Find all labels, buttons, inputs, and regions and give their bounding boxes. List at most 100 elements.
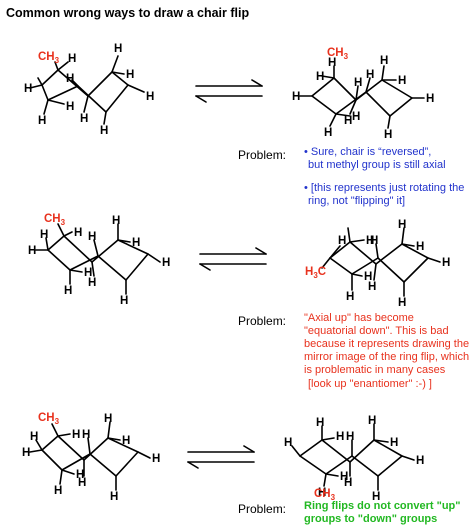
hydrogen-atom-label-13: H <box>316 71 324 83</box>
problem-label-row3: Problem: <box>238 502 287 516</box>
hydrogen-atom-label-2: H <box>38 115 46 127</box>
chair-row1-right <box>299 65 425 129</box>
hydrogen-atom-label-61: H <box>390 437 398 449</box>
hydrogen-atom-label-58: H <box>344 477 352 489</box>
hydrogen-atom-label-14: H <box>324 127 332 139</box>
hydrogen-atom-label-49: H <box>82 429 90 441</box>
note-row1-line2: but methyl group is still axial <box>308 159 446 171</box>
hydrogen-atom-label-38: H <box>398 219 406 231</box>
hydrogen-atom-label-21: H <box>398 75 406 87</box>
problem-label-row1: Problem: <box>238 148 287 162</box>
hydrogen-atom-label-37: H <box>370 235 378 247</box>
hydrogen-atom-label-27: H <box>88 277 96 289</box>
hydrogen-atom-label-45: H <box>30 431 38 443</box>
hydrogen-atom-label-43: H <box>338 235 346 247</box>
hydrogen-atom-label-41: H <box>398 297 406 309</box>
hydrogen-atom-label-10: H <box>68 53 76 65</box>
hydrogen-atom-label-1: H <box>24 83 32 95</box>
note-row1-extra-line1: • [this represents just rotating the <box>304 182 465 194</box>
hydrogen-atom-label-44: H <box>22 447 30 459</box>
note-row1: • Sure, chair is “reversed”, but methyl … <box>304 146 446 172</box>
hydrogen-atom-label-3: H <box>66 101 74 113</box>
methyl-label-row2-right: H3C <box>305 266 326 280</box>
note-row3: Ring flips do not convert "up" groups to… <box>304 500 460 526</box>
hydrogen-atom-label-35: H <box>364 271 372 283</box>
hydrogen-labels: HHHHHHHHHHHHHHHHHHHHHHHHHHHHHHHHHHHHHHHH… <box>22 43 450 503</box>
methyl-label-row3-right: CH3 <box>314 488 336 502</box>
note-row1-extra: • [this represents just rotating the rin… <box>304 182 464 208</box>
hydrogen-atom-label-55: H <box>284 437 292 449</box>
diagram-title: Common wrong ways to draw a chair flip <box>6 6 250 20</box>
hydrogen-atom-label-36: H <box>368 281 376 293</box>
chair-row3-right <box>291 423 415 491</box>
problem-label-row2: Problem: <box>238 314 287 328</box>
hydrogen-atom-label-51: H <box>122 435 130 447</box>
note-row3-line2: groups to "down" groups <box>304 513 438 525</box>
chair-row2-right <box>321 227 441 297</box>
hydrogen-atom-label-39: H <box>416 241 424 253</box>
hydrogen-atom-label-22: H <box>352 111 360 123</box>
hydrogen-atom-label-4: H <box>80 113 88 125</box>
hydrogen-atom-label-40: H <box>442 257 450 269</box>
hydrogen-atom-label-33: H <box>74 227 82 239</box>
hydrogen-atom-label-42: H <box>366 235 374 247</box>
hydrogen-atom-label-50: H <box>104 413 112 425</box>
note-row2-line2: "equatorial down". This is bad <box>304 325 449 337</box>
equilibrium-arrow-row1 <box>195 79 263 103</box>
note-row2-line3: because it represents drawing the <box>304 338 470 350</box>
equilibrium-arrow-row2 <box>199 247 267 271</box>
hydrogen-atom-label-6: H <box>114 43 122 55</box>
hydrogen-atom-label-18: H <box>380 55 388 67</box>
hydrogen-atom-label-59: H <box>346 431 354 443</box>
note-row3-line1: Ring flips do not convert "up" <box>304 500 461 512</box>
hydrogen-atom-label-32: H <box>120 295 128 307</box>
hydrogen-atom-label-17: H <box>366 69 374 81</box>
note-row2-line4: mirror image of the ring flip, which <box>304 351 470 363</box>
hydrogen-atom-label-48: H <box>78 477 86 489</box>
hydrogen-atom-label-31: H <box>162 257 170 269</box>
methyl-label-row2-left: CH3 <box>44 213 66 227</box>
hydrogen-atom-label-20: H <box>426 93 434 105</box>
note-row2-extra: [look up "enantiomer" :-) ] <box>308 378 432 391</box>
note-row2-line1: "Axial up" has become <box>304 312 414 324</box>
methyl-label-row1-right: CH3 <box>327 47 349 61</box>
note-row2-line5: is problematic in many cases <box>304 364 446 376</box>
hydrogen-atom-label-54: H <box>72 429 80 441</box>
hydrogen-atom-label-9: H <box>100 125 108 137</box>
hydrogen-atom-label-46: H <box>54 485 62 497</box>
hydrogen-atom-label-52: H <box>152 453 160 465</box>
hydrogen-atom-label-29: H <box>112 215 120 227</box>
hydrogen-atom-label-47: H <box>76 469 84 481</box>
note-row1-extra-line2: ring, not "flipping" it] <box>308 195 406 207</box>
note-row1-line1: • Sure, chair is “reversed”, <box>304 146 432 158</box>
hydrogen-atom-label-26: H <box>84 267 92 279</box>
equilibrium-arrow-row3 <box>187 445 255 469</box>
hydrogen-atom-label-24: H <box>40 229 48 241</box>
methyl-labels: CH3 CH3 CH3 H3C CH3 CH3 <box>38 47 349 502</box>
hydrogen-atom-label-8: H <box>146 91 154 103</box>
hydrogen-atom-label-23: H <box>28 245 36 257</box>
hydrogen-atom-label-56: H <box>316 417 324 429</box>
hydrogen-atom-label-28: H <box>88 231 96 243</box>
hydrogen-atom-label-7: H <box>126 69 134 81</box>
hydrogen-atom-label-19: H <box>384 129 392 141</box>
note-row2: "Axial up" has become "equatorial down".… <box>304 312 469 377</box>
hydrogen-atom-label-34: H <box>346 291 354 303</box>
hydrogen-atom-label-53: H <box>110 491 118 503</box>
hydrogen-atom-label-62: H <box>416 455 424 467</box>
chair-row1-left <box>29 55 145 125</box>
hydrogen-atom-label-11: H <box>292 91 300 103</box>
note-row2-extra-line1: [look up "enantiomer" :-) ] <box>308 378 432 390</box>
hydrogen-atom-label-64: H <box>336 431 344 443</box>
chair-row2-left <box>35 223 161 295</box>
hydrogen-atom-label-63: H <box>372 491 380 503</box>
hydrogen-atom-label-12: H <box>328 57 336 69</box>
hydrogen-atom-label-65: H <box>340 471 348 483</box>
hydrogen-atom-label-16: H <box>344 115 352 127</box>
methyl-label-row3-left: CH3 <box>38 412 60 426</box>
methyl-label-row1-left: CH3 <box>38 51 60 65</box>
hydrogen-atom-label-25: H <box>64 285 72 297</box>
hydrogen-atom-label-60: H <box>368 415 376 427</box>
